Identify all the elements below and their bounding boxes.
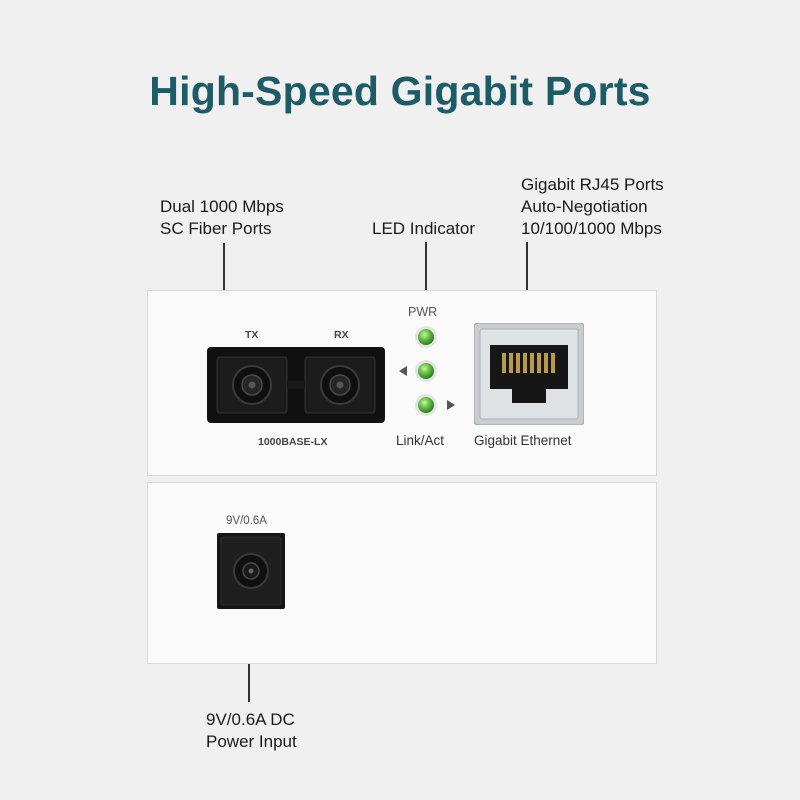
- tx-label: TX: [245, 329, 259, 341]
- ethernet-link-led-icon: [415, 394, 455, 416]
- fiber-model-label: 1000BASE-LX: [258, 436, 328, 448]
- rj45-port[interactable]: [474, 323, 584, 425]
- link-act-label: Link/Act: [396, 433, 445, 448]
- rj45-callout: Gigabit RJ45 Ports Auto-Negotiation 10/1…: [521, 174, 664, 240]
- page-title: High-Speed Gigabit Ports: [149, 68, 651, 114]
- fiber-callout-line1: Dual 1000 Mbps: [160, 197, 284, 216]
- led-indicator-group: [399, 326, 455, 416]
- rx-fiber-port[interactable]: [320, 365, 360, 405]
- power-callout-line1: 9V/0.6A DC: [206, 710, 295, 729]
- pwr-label: PWR: [408, 305, 438, 319]
- rj45-callout-line3: 10/100/1000 Mbps: [521, 219, 662, 238]
- rear-panel: 9V/0.6A: [147, 482, 657, 664]
- power-callout: 9V/0.6A DC Power Input: [206, 709, 297, 753]
- power-rating-label: 9V/0.6A: [226, 515, 267, 527]
- sc-fiber-port[interactable]: [207, 347, 385, 423]
- fiber-callout: Dual 1000 Mbps SC Fiber Ports: [160, 196, 284, 240]
- fiber-link-led-icon: [399, 360, 437, 382]
- front-panel: TX RX 1000BASE-LX PWR: [147, 290, 657, 476]
- gigabit-ethernet-label: Gigabit Ethernet: [474, 433, 572, 448]
- rx-label: RX: [334, 329, 349, 341]
- rj45-callout-line1: Gigabit RJ45 Ports: [521, 175, 664, 194]
- rj45-callout-line2: Auto-Negotiation: [521, 197, 648, 216]
- power-callout-line2: Power Input: [206, 732, 297, 751]
- fiber-callout-line2: SC Fiber Ports: [160, 219, 272, 238]
- led-callout: LED Indicator: [372, 219, 475, 238]
- dc-power-jack[interactable]: [217, 533, 285, 609]
- led-leader-line: [425, 242, 427, 302]
- tx-fiber-port[interactable]: [232, 365, 272, 405]
- pwr-led-icon: [415, 326, 437, 348]
